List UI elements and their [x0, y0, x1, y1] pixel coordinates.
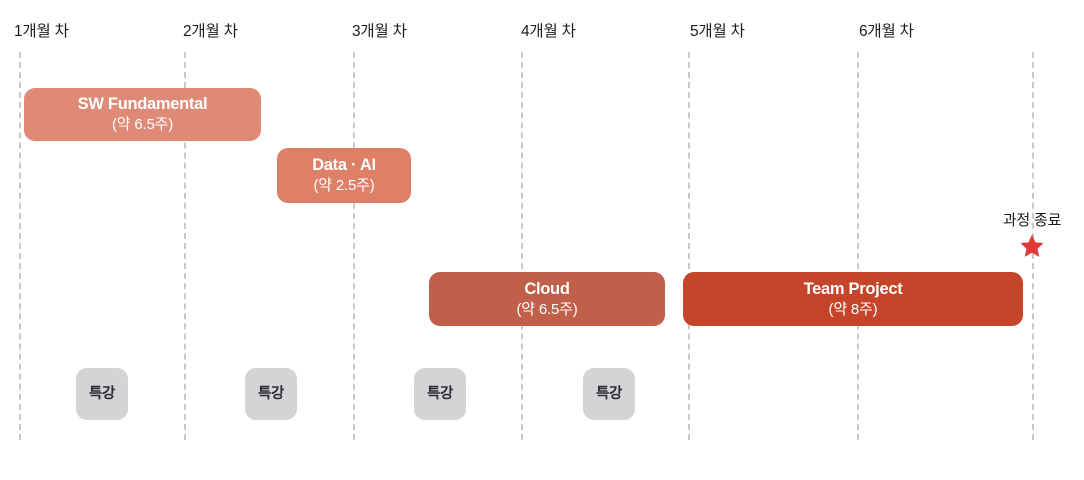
axis-label-month-1: 1개월 차 — [14, 23, 69, 40]
course-bar-duration: (약 6.5주) — [516, 300, 578, 318]
axis-label-month-2: 2개월 차 — [183, 23, 238, 40]
gridline — [857, 52, 859, 440]
course-bar-duration: (약 6.5주) — [111, 116, 173, 133]
star-icon — [1019, 233, 1045, 259]
axis-label-month-5: 5개월 차 — [690, 23, 745, 40]
course-bar-duration: (약 2.5주) — [313, 177, 375, 194]
course-bar-title: Cloud — [524, 279, 570, 298]
gridline — [688, 52, 690, 440]
course-bar-duration: (약 8주) — [828, 300, 878, 318]
special-lecture-chip[interactable]: 특강 — [245, 368, 297, 420]
special-lecture-label: 특강 — [88, 386, 116, 402]
gridline — [521, 52, 523, 440]
milestone-label: 과정 종료 — [1002, 212, 1062, 229]
gridline — [184, 52, 186, 440]
course-bar-title: SW Fundamental — [77, 95, 208, 113]
course-bar-cloud[interactable]: Cloud (약 6.5주) — [429, 272, 665, 326]
gridline — [353, 52, 355, 440]
course-bar-team-project[interactable]: Team Project (약 8주) — [683, 272, 1023, 326]
axis-label-month-3: 3개월 차 — [352, 23, 407, 40]
special-lecture-chip[interactable]: 특강 — [76, 368, 128, 420]
course-bar-title: Data · AI — [312, 156, 376, 174]
special-lecture-label: 특강 — [595, 386, 623, 402]
axis-label-month-6: 6개월 차 — [859, 23, 914, 40]
course-bar-sw-fundamental[interactable]: SW Fundamental (약 6.5주) — [24, 88, 261, 141]
course-bar-data-ai[interactable]: Data · AI (약 2.5주) — [277, 148, 411, 203]
course-bar-title: Team Project — [803, 279, 903, 298]
special-lecture-chip[interactable]: 특강 — [414, 368, 466, 420]
special-lecture-label: 특강 — [257, 386, 285, 402]
gridline — [19, 52, 21, 440]
special-lecture-label: 특강 — [426, 386, 454, 402]
special-lecture-chip[interactable]: 특강 — [583, 368, 635, 420]
axis-label-month-4: 4개월 차 — [521, 23, 576, 40]
